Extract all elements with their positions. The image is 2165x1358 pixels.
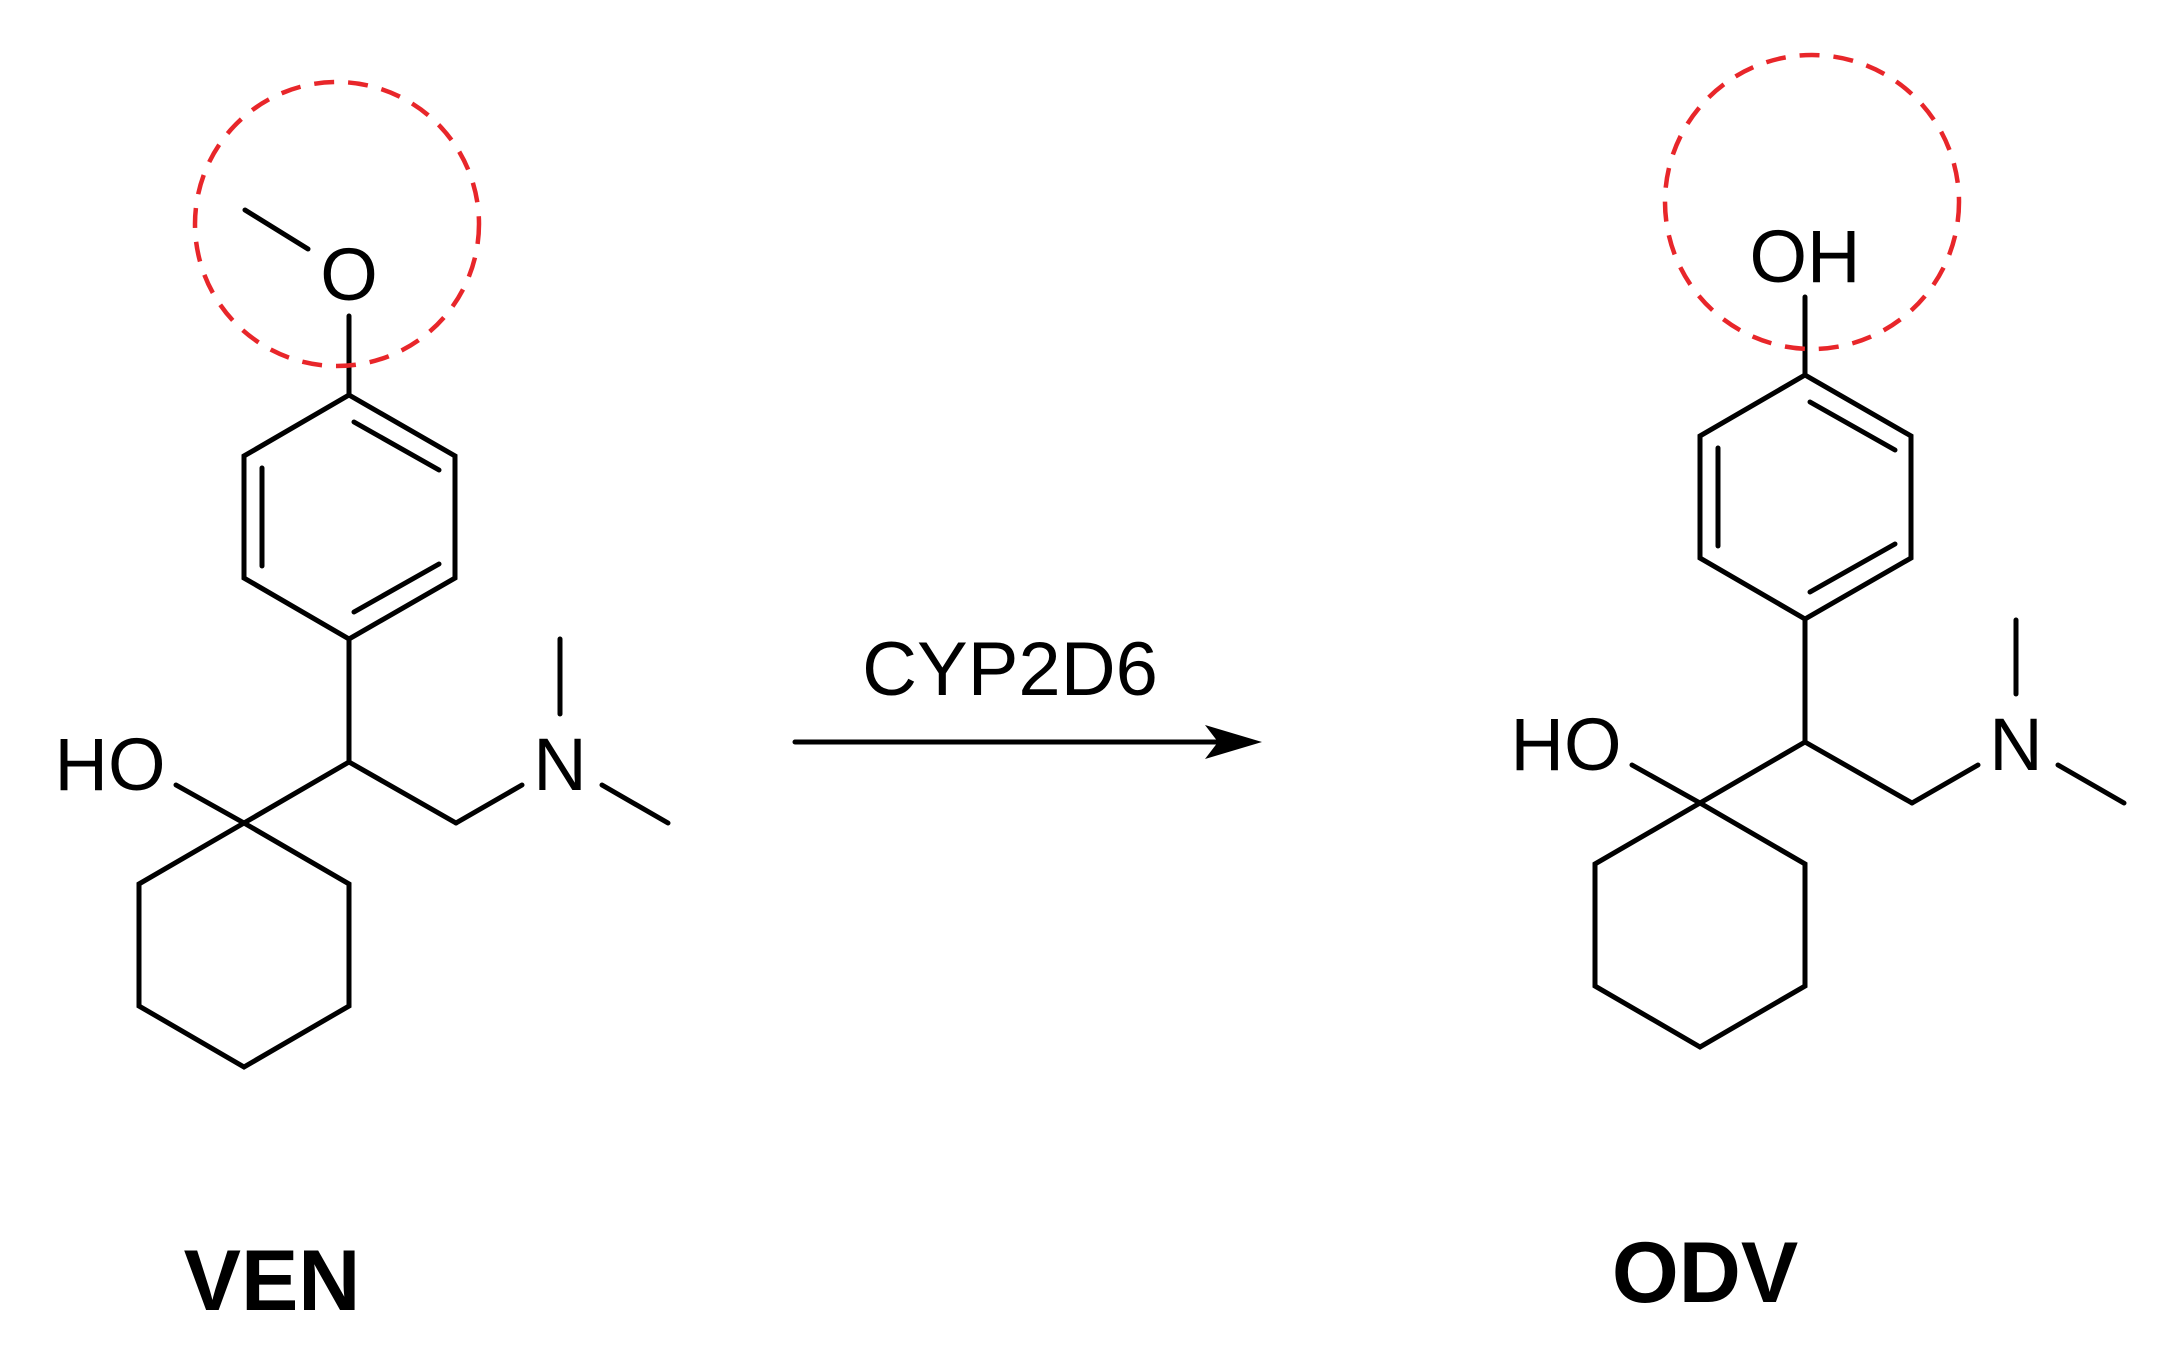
enzyme-label: CYP2D6: [862, 627, 1158, 712]
aromatic-double-bond: [1807, 541, 1898, 595]
n-methyl-bond: [2055, 762, 2127, 806]
reactant-label: VEN: [184, 1233, 361, 1329]
amine-nitrogen-atom: N: [1989, 703, 2042, 786]
chain-bond: [1802, 739, 1915, 806]
ring-attachment-bond: [1697, 739, 1808, 806]
benzene-ring: [1697, 372, 1914, 622]
benzene-ring: [241, 392, 458, 642]
ch2-n-bond: [1909, 762, 1981, 806]
methyl-bond: [242, 207, 311, 252]
desvenlafaxine-structure: OH N HO: [1511, 52, 2127, 1050]
ring-attachment-bond: [241, 759, 352, 826]
chain-bond: [346, 759, 459, 826]
c-oh-bond: [1629, 762, 1703, 806]
n-methyl-bond: [599, 782, 671, 826]
amine-nitrogen-atom: N: [533, 723, 586, 806]
aromatic-double-bond: [1807, 399, 1898, 453]
hydroxyl-group: HO: [55, 723, 166, 806]
phenol-hydroxyl-group: OH: [1750, 215, 1861, 298]
c-oh-bond: [173, 782, 247, 826]
cyclohexane-ring: [136, 820, 352, 1070]
venlafaxine-structure: O N HO: [55, 79, 671, 1070]
reaction-arrow: CYP2D6: [792, 627, 1262, 759]
arrow-head: [1205, 725, 1262, 759]
hydroxyl-highlight-circle: [1662, 52, 1962, 352]
product-label: ODV: [1612, 1225, 1798, 1321]
methoxy-oxygen-atom: O: [320, 233, 378, 316]
ch2-n-bond: [453, 782, 525, 826]
aromatic-double-bond: [351, 561, 442, 615]
cyclohexane-ring: [1592, 800, 1808, 1050]
methoxy-highlight-circle: [192, 79, 482, 369]
hydroxyl-group: HO: [1511, 703, 1622, 786]
aromatic-double-bond: [351, 419, 442, 473]
